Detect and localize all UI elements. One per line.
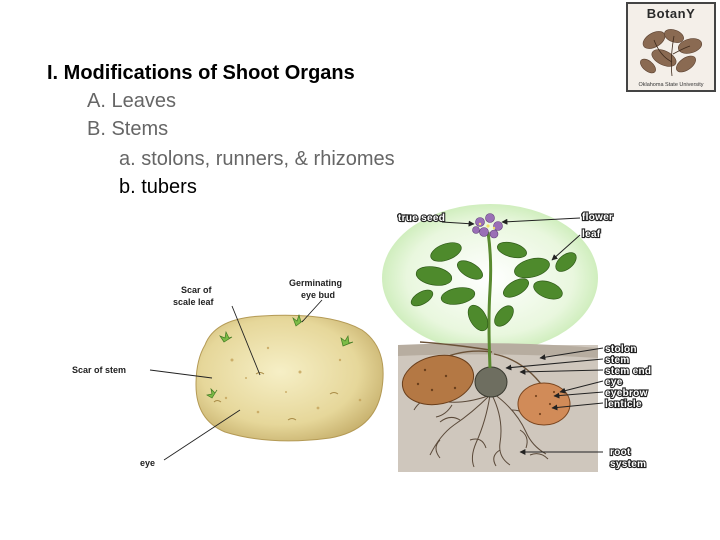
plant-tuber-right xyxy=(517,382,571,426)
logo-subtitle: Oklahoma State University xyxy=(638,82,704,88)
label-scar-scale-leaf-1: Scar of xyxy=(181,285,213,295)
outline-item-leaves: A. Leaves xyxy=(87,90,176,112)
outline-heading: I. Modifications of Shoot Organs xyxy=(47,62,355,84)
label-leaf: leaf xyxy=(582,229,601,240)
soil-surface xyxy=(398,343,598,358)
outline-subitem-tubers: b. tubers xyxy=(119,176,197,198)
potato-leader-lines xyxy=(149,299,323,461)
label-scar-of-stem: Scar of stem xyxy=(72,365,126,375)
logo-title: BotanY xyxy=(646,6,696,21)
label-eye: eye xyxy=(605,377,623,388)
label-true-seed: true seed xyxy=(398,213,445,224)
plant-leaves xyxy=(410,241,577,332)
potato-sprouts xyxy=(206,313,354,399)
label-potato-eye: eye xyxy=(140,458,155,468)
label-stem: stem xyxy=(605,355,630,366)
label-germinating-1: Germinating xyxy=(289,278,342,288)
label-flower: flower xyxy=(582,212,613,223)
logo-leaf-art xyxy=(640,29,703,77)
plant-leader-lines xyxy=(441,217,604,455)
label-root: root xyxy=(610,447,631,458)
plant-flower xyxy=(472,213,503,239)
label-system: system xyxy=(610,459,646,470)
label-lenticle: lenticle xyxy=(605,399,642,410)
potato-tuber xyxy=(195,314,384,442)
label-scar-scale-leaf-2: scale leaf xyxy=(173,297,215,307)
outline-item-stems: B. Stems xyxy=(87,118,169,140)
seed-piece xyxy=(474,366,508,398)
label-stolon: stolon xyxy=(605,344,637,355)
plant-tuber-left xyxy=(401,354,475,406)
outline-subitem-stolons: a. stolons, runners, & rhizomes xyxy=(119,148,395,170)
label-stem-end: stem end xyxy=(605,366,651,377)
botany-logo: BotanY Oklahoma State University xyxy=(626,2,716,92)
label-germinating-2: eye bud xyxy=(301,290,335,300)
label-eyebrow: eyebrow xyxy=(605,388,648,399)
plant-stem xyxy=(486,231,493,369)
